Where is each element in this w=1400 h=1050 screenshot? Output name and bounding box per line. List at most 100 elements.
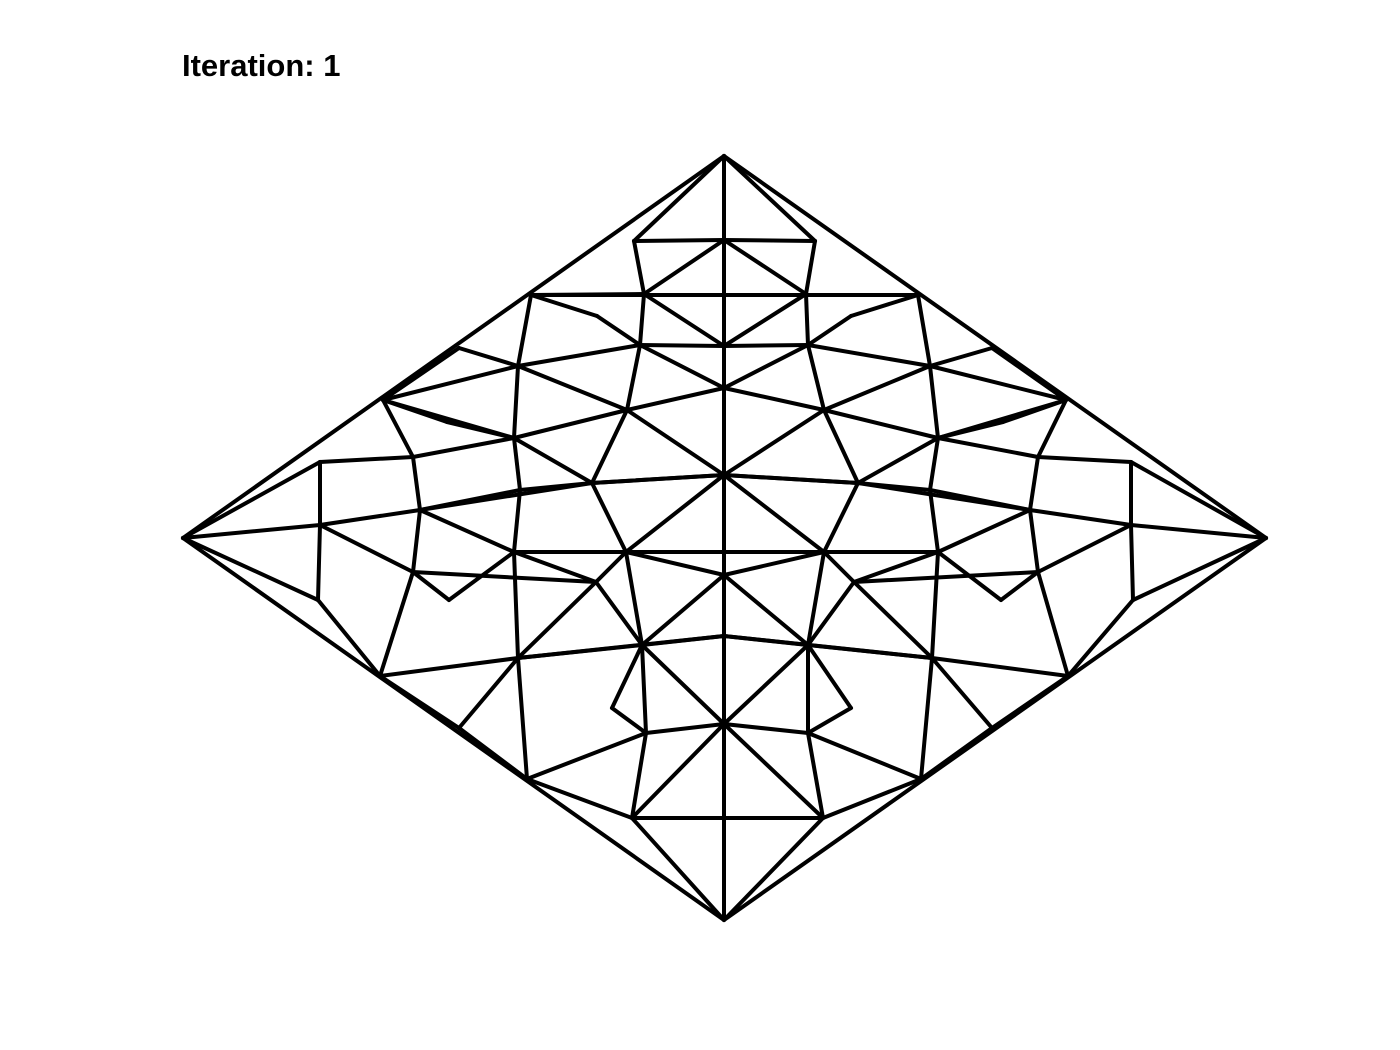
mesh-edge [512, 550, 520, 660]
mesh-edge [852, 580, 934, 660]
mesh-edge [590, 408, 629, 485]
mesh-edge [936, 436, 1040, 459]
mesh-edge [457, 726, 529, 781]
mesh-edge [457, 656, 520, 730]
mesh-edge [936, 508, 1032, 554]
mesh-edge [822, 364, 932, 412]
mesh-edge [624, 550, 644, 647]
mesh-edge [411, 455, 422, 512]
mesh-edge [418, 481, 594, 512]
mesh-edge [806, 706, 853, 735]
mesh-edge [722, 473, 860, 485]
mesh-edge [381, 364, 520, 402]
mesh-edge [849, 293, 920, 318]
mesh-edge [181, 523, 322, 540]
mesh-edge [516, 656, 529, 781]
mesh-edge [630, 731, 648, 820]
mesh-edge [630, 722, 726, 820]
mesh-edge [411, 570, 451, 602]
mesh-edge [990, 346, 1068, 402]
mesh-edge [1028, 455, 1040, 512]
mesh-edge [512, 488, 522, 554]
mesh-edge [512, 408, 629, 440]
mesh-edge [722, 408, 826, 477]
mesh-edge [529, 293, 599, 318]
mesh-edge [512, 550, 598, 584]
mesh-edge [516, 580, 598, 660]
mesh-edge [624, 473, 726, 554]
mesh-edge [822, 408, 940, 440]
mesh-edge [638, 343, 726, 348]
mesh-edge [625, 408, 726, 477]
mesh-edge [644, 722, 726, 735]
mesh-edge [1028, 508, 1040, 574]
mesh-edge [640, 643, 726, 726]
mesh-edge [638, 343, 726, 390]
mesh-edge [632, 154, 726, 243]
mesh-edge [516, 364, 629, 412]
mesh-edge [512, 436, 594, 485]
mesh-edge [936, 398, 1068, 440]
mesh-edge [806, 314, 853, 347]
mesh-edge [722, 643, 810, 726]
mesh-edge [806, 731, 923, 781]
mesh-edge [919, 656, 934, 781]
mesh-edge [856, 436, 940, 485]
mesh-edge [822, 481, 860, 554]
mesh-edge [722, 473, 826, 554]
mesh-edge [1028, 508, 1133, 527]
mesh-edge [625, 386, 726, 412]
iteration-title: Iteration: 1 [182, 48, 341, 83]
mesh-edge [418, 508, 516, 554]
mesh-edge [806, 343, 826, 412]
mesh-edge [804, 292, 810, 347]
mesh-edge [1066, 598, 1135, 678]
mesh-edge [722, 536, 1268, 922]
mesh-edge [722, 386, 826, 412]
mesh-edge [821, 777, 923, 820]
mesh-edge [411, 436, 516, 459]
mesh-edge [457, 346, 520, 368]
mesh-edge [916, 293, 932, 368]
mesh-edge [919, 726, 994, 781]
mesh-edge [990, 674, 1070, 730]
mesh-edge [822, 408, 860, 485]
mesh-edge [722, 292, 808, 348]
mesh-edge [610, 706, 648, 735]
mesh-edge [610, 643, 644, 710]
mesh-edge [806, 731, 825, 820]
mesh-edge [181, 536, 320, 602]
mesh-edge [318, 455, 415, 464]
mesh-edge [1036, 523, 1133, 574]
mesh-edge [806, 343, 932, 368]
mesh-edge [722, 816, 825, 922]
mesh-edge [999, 570, 1040, 602]
mesh-edge [1131, 536, 1268, 602]
mesh-edge [822, 550, 856, 584]
mesh-edge [381, 398, 516, 440]
mesh-edge [512, 364, 520, 440]
triangle-mesh [181, 154, 1268, 922]
mesh-edge [642, 238, 726, 296]
mesh-edge [590, 481, 628, 554]
mesh-edge [722, 573, 810, 647]
mesh-edge [630, 816, 726, 922]
mesh-edge [316, 523, 322, 602]
mesh-edge [590, 473, 726, 485]
mesh-edge [640, 573, 726, 647]
mesh-edge [381, 346, 461, 402]
mesh-edge [928, 364, 940, 440]
mesh-edge [852, 570, 1040, 584]
mesh-edge [529, 292, 646, 297]
mesh-edge [640, 643, 648, 735]
mesh-edge [624, 550, 726, 577]
mesh-edge [722, 343, 810, 348]
mesh-edge [516, 293, 533, 368]
mesh-edge [930, 656, 994, 730]
mesh-edge [318, 508, 422, 527]
mesh-edge [181, 154, 726, 540]
mesh-edge [378, 570, 415, 678]
mesh-edge [804, 239, 817, 296]
mesh-edge [594, 580, 644, 647]
mesh-edge [1036, 455, 1133, 464]
